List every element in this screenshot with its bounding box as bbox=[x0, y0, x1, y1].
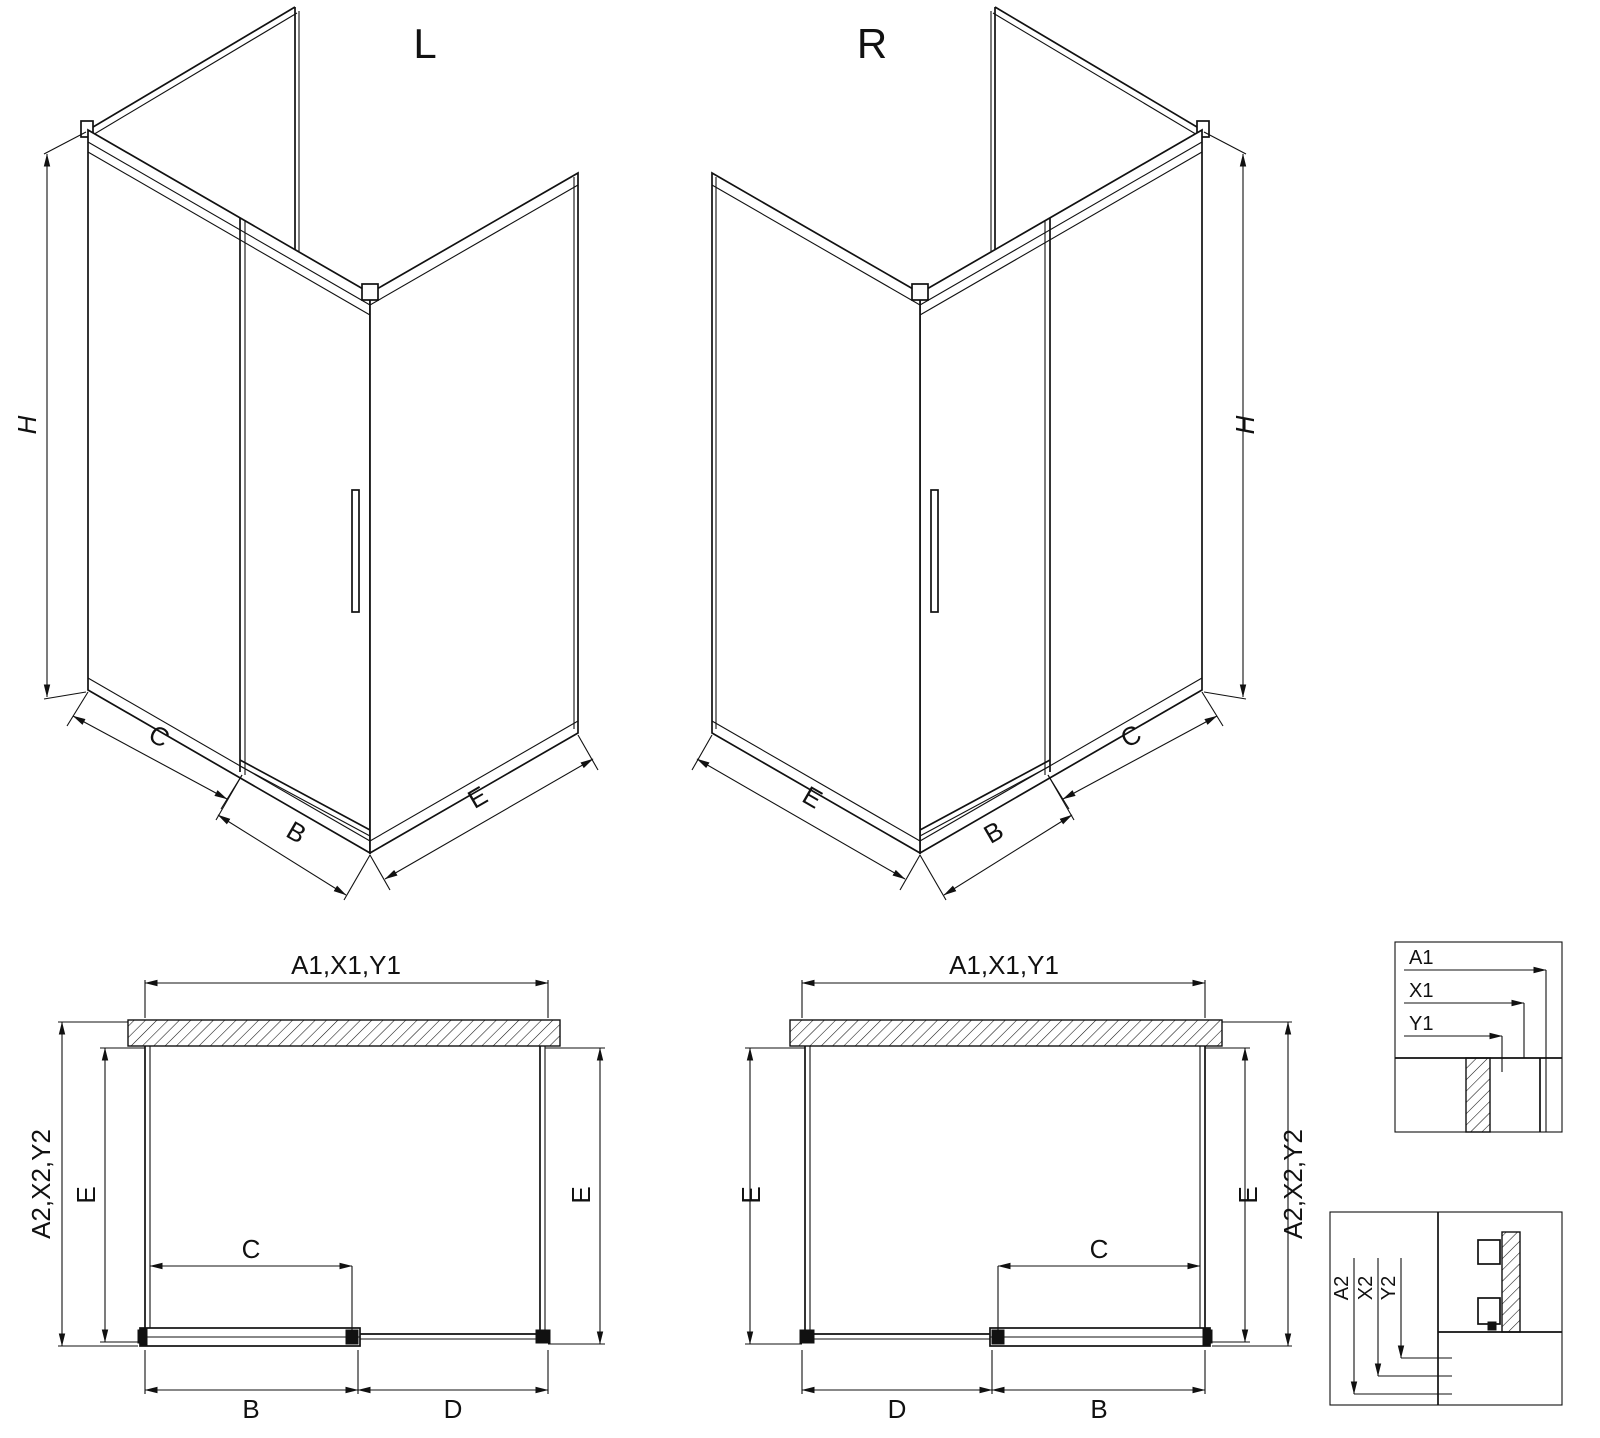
door-end-profile bbox=[1202, 1327, 1211, 1347]
plan-view-right: A1,X1,Y1 A2,X2,Y2 E bbox=[736, 950, 1308, 1424]
back-wall-panel bbox=[990, 6, 1210, 252]
dimension-d: D bbox=[357, 1350, 549, 1424]
corner-connector bbox=[361, 283, 379, 301]
wall-section-hatched bbox=[789, 1019, 1223, 1047]
dim-label-a1x1y1: A1,X1,Y1 bbox=[949, 950, 1059, 980]
dim-label-e: E bbox=[1233, 1186, 1263, 1203]
dimension-e-right: E bbox=[545, 1047, 605, 1345]
side-wall-panel bbox=[711, 171, 929, 855]
wall-section-detail bbox=[1501, 1231, 1521, 1333]
dim-label-h: H bbox=[1230, 415, 1260, 434]
dimension-a1: A1,X1,Y1 bbox=[144, 950, 549, 1018]
dimension-h: H bbox=[12, 131, 87, 700]
corner-profile bbox=[535, 1329, 551, 1344]
front-door-panel bbox=[87, 128, 371, 855]
dim-label-c: C bbox=[242, 1234, 261, 1264]
dim-label-d: D bbox=[888, 1394, 907, 1424]
glass-walls-plan bbox=[799, 1046, 1213, 1347]
dim-label-x1: X1 bbox=[1409, 980, 1433, 1002]
dim-label-a2: A2 bbox=[1331, 1276, 1353, 1300]
wall-section-detail bbox=[1465, 1057, 1491, 1133]
dimension-d: D bbox=[801, 1350, 993, 1424]
dimension-a2: A2,X2,Y2 bbox=[1212, 1021, 1308, 1347]
corner-connector bbox=[911, 283, 929, 301]
dim-label-a1: A1 bbox=[1409, 947, 1433, 969]
dim-label-a2x2y2: A2,X2,Y2 bbox=[26, 1129, 56, 1239]
view-label-left: L bbox=[413, 20, 436, 67]
glass-walls-plan bbox=[137, 1046, 551, 1347]
dim-label-b: B bbox=[978, 815, 1008, 850]
dim-label-y2: Y2 bbox=[1378, 1276, 1400, 1300]
dimension-e-right: E bbox=[1205, 1047, 1263, 1343]
dimension-c: C bbox=[149, 1234, 353, 1332]
dimension-h: H bbox=[1203, 131, 1260, 700]
side-wall-panel bbox=[361, 171, 579, 855]
iso-view-left: L bbox=[12, 6, 599, 901]
dim-label-a2x2y2: A2,X2,Y2 bbox=[1278, 1129, 1308, 1239]
dim-label-y1: Y1 bbox=[1409, 1013, 1433, 1035]
dimension-e-left: E bbox=[71, 1047, 145, 1343]
dimension-c: C bbox=[997, 1234, 1201, 1332]
dim-label-e: E bbox=[566, 1186, 596, 1203]
profile-section bbox=[1477, 1239, 1501, 1265]
detail-view-top: A1 X1 Y1 bbox=[1394, 941, 1563, 1133]
door-stop bbox=[345, 1329, 359, 1345]
door-handle bbox=[351, 489, 360, 613]
door-stop bbox=[991, 1329, 1005, 1345]
dim-label-d: D bbox=[444, 1394, 463, 1424]
detail-frame bbox=[1329, 1211, 1563, 1406]
door-handle bbox=[930, 489, 939, 613]
detail-view-bottom: A2 X2 Y2 bbox=[1329, 1211, 1563, 1406]
door-end-profile bbox=[139, 1327, 148, 1347]
dim-label-e: E bbox=[71, 1186, 101, 1203]
wall-section-hatched bbox=[127, 1019, 561, 1047]
dimension-a2: A2,X2,Y2 bbox=[26, 1021, 138, 1347]
dimension-b: B bbox=[144, 1350, 359, 1424]
dimension-b: B bbox=[991, 1350, 1206, 1424]
roller-detail bbox=[1487, 1321, 1497, 1331]
corner-profile bbox=[799, 1329, 815, 1344]
dim-label-a1x1y1: A1,X1,Y1 bbox=[291, 950, 401, 980]
dim-label-b: B bbox=[1090, 1394, 1107, 1424]
dim-label-b: B bbox=[242, 1394, 259, 1424]
dim-label-h: H bbox=[12, 415, 42, 434]
iso-view-right: R bbox=[691, 6, 1260, 901]
front-door-panel bbox=[919, 128, 1203, 855]
view-label-right: R bbox=[857, 20, 887, 67]
dimension-e-left: E bbox=[736, 1047, 805, 1345]
plan-view-left: A1,X1,Y1 A2,X2,Y2 E bbox=[26, 950, 605, 1424]
dim-label-x2: X2 bbox=[1355, 1276, 1377, 1300]
dim-label-c: C bbox=[1090, 1234, 1109, 1264]
dim-label-b: B bbox=[281, 815, 311, 850]
dim-label-e: E bbox=[736, 1186, 766, 1203]
profile-section bbox=[1477, 1297, 1501, 1325]
dimension-a1: A1,X1,Y1 bbox=[801, 950, 1206, 1018]
